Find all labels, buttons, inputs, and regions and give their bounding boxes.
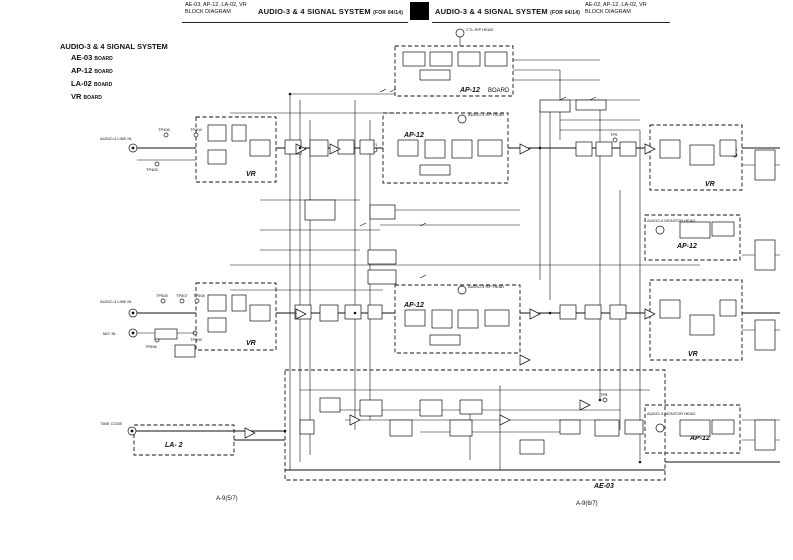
board-ap12-top <box>394 45 514 97</box>
legend-board-ae03: AE-03 BOARD <box>60 52 168 65</box>
audio3-head: AUDIO-3 R/P HEAD <box>457 284 504 295</box>
tp-label: TP403 <box>146 167 159 172</box>
header-left-boards: AE-03, AP-12, LA-02, VR BLOCK DIAGRAM <box>185 2 247 15</box>
label-ap12-right-top: AP-12 <box>676 243 697 250</box>
legend-board-suffix: BOARD <box>83 95 102 101</box>
label-la2: LA- 2 <box>165 442 183 449</box>
legend-board-suffix: BOARD <box>94 56 113 62</box>
board-ap12-right-bottom <box>644 404 741 454</box>
audio4-monitor-label: AUDIO-4 MONITOR HEAD <box>647 218 695 223</box>
label-ap12-top: AP-12 <box>459 87 480 94</box>
ctl-head: CTL R/P HEAD <box>455 27 493 38</box>
header-left-suffix: (FOR 04/14) <box>373 10 404 16</box>
header-left-boards-text: AE-03, AP-12, LA-02, VR <box>185 2 247 8</box>
legend-board-name: LA-02 <box>71 79 92 88</box>
board-vr-right-top <box>649 124 743 191</box>
header-left-kind: BLOCK DIAGRAM <box>185 8 231 15</box>
label-vr-right-top: VR <box>705 181 715 188</box>
ctl-head-label: CTL R/P HEAD <box>466 27 493 32</box>
audio4-head-label: AUDIO-4 R/P HEAD <box>468 112 504 117</box>
legend-board-ap12: AP-12 BOARD <box>60 65 168 78</box>
legend-board-name: VR <box>71 92 82 101</box>
audio4-line-in-label: AUDIO-4 LINE IN <box>100 136 131 141</box>
label-vr-right-bottom: VR <box>688 351 698 358</box>
header-left-title: AUDIO-3 & 4 SIGNAL SYSTEM (FOR 04/14) <box>258 7 403 16</box>
mic-in-label: MIC IN <box>103 331 116 336</box>
board-ap12-mid-bottom <box>394 284 521 354</box>
audio4-monitor-head: AUDIO-4 MONITOR HEAD <box>647 218 695 235</box>
label-ap12-mid-top: AP-12 <box>403 132 424 139</box>
functional-blocks <box>154 51 776 455</box>
audio3-monitor-head: AUDIO-3 MONITOR HEAD <box>647 411 695 433</box>
label-vr-left-top: VR <box>246 171 256 178</box>
audio3-monitor-label: AUDIO-3 MONITOR HEAD <box>647 411 695 416</box>
time-code-connector: TIME CODE <box>100 421 137 436</box>
legend-board-name: AP-12 <box>71 66 93 75</box>
tp-label: TP507 <box>176 293 189 298</box>
legend-board-suffix: BOARD <box>93 82 113 88</box>
time-code-label: TIME CODE <box>100 421 123 426</box>
board-vr-left-bottom <box>195 282 277 351</box>
header-left: AE-03, AP-12, LA-02, VR BLOCK DIAGRAM AU… <box>182 0 408 23</box>
page-ref-right: A-9(6/7) <box>576 501 598 507</box>
legend-board-name: AE-03 <box>71 53 93 62</box>
legend-board-vr: VR BOARD <box>60 91 168 104</box>
fine-trace-marks <box>283 88 642 464</box>
audio4-head: AUDIO-4 R/P HEAD <box>457 112 504 124</box>
header-center-block <box>410 2 429 20</box>
header-right-title-text: AUDIO-3 & 4 SIGNAL SYSTEM <box>435 7 548 16</box>
signal-wires <box>136 37 780 471</box>
board-ap12-right-top <box>644 214 741 261</box>
audio3-line-in-connector: AUDIO-3 LINE IN <box>100 299 138 318</box>
amplifier-symbols <box>244 143 656 439</box>
board-ae03 <box>284 369 666 481</box>
tp-label: TP508 <box>193 293 206 298</box>
tp-label: TP404 <box>190 127 203 132</box>
board-legend: AUDIO-3 & 4 SIGNAL SYSTEM AE-03 BOARD AP… <box>60 41 168 104</box>
tp-label: TP509 <box>190 337 203 342</box>
page-ref-left: A-9(5/7) <box>216 496 238 502</box>
header-right-title: AUDIO-3 & 4 SIGNAL SYSTEM (FOR 04/14) <box>435 7 580 16</box>
audio3-head-label: AUDIO-3 R/P HEAD <box>468 284 504 289</box>
header-right: AUDIO-3 & 4 SIGNAL SYSTEM (FOR 04/14) AE… <box>432 0 670 23</box>
tp-label: TP506 <box>145 344 158 349</box>
board-vr-left-top <box>195 116 277 183</box>
legend-title: AUDIO-3 & 4 SIGNAL SYSTEM <box>60 42 168 51</box>
board-vr-right-bottom <box>649 279 743 361</box>
label-vr-left-bottom: VR <box>246 340 256 347</box>
board-la2 <box>133 424 235 456</box>
label-ap12-mid-bottom: AP-12 <box>403 302 424 309</box>
label-ae03: AE-03 <box>593 483 614 490</box>
legend-board-suffix: BOARD <box>94 69 113 75</box>
tp-label: TP505 <box>156 293 169 298</box>
header-left-title-text: AUDIO-3 & 4 SIGNAL SYSTEM <box>258 7 371 16</box>
label-ap12-right-bottom: AP-12 <box>689 435 710 442</box>
mic-in-connector: MIC IN <box>103 328 138 338</box>
label-board-word: BOARD <box>488 88 510 94</box>
header-right-kind: BLOCK DIAGRAM <box>585 8 631 15</box>
header-right-boards-text: AE-02, AP-12, LA-02, VR <box>585 2 647 8</box>
audio4-line-in-connector: AUDIO-4 LINE IN <box>100 136 138 153</box>
audio3-line-in-label: AUDIO-3 LINE IN <box>100 299 131 304</box>
tp-label: TP5 <box>610 132 618 137</box>
legend-board-la02: LA-02 BOARD <box>60 78 168 91</box>
header-right-suffix: (FOR 04/14) <box>550 10 581 16</box>
tp-label: TP405 <box>158 127 171 132</box>
header-right-boards: AE-02, AP-12, LA-02, VR BLOCK DIAGRAM <box>585 2 647 15</box>
tp-label: TP8 <box>600 392 608 397</box>
